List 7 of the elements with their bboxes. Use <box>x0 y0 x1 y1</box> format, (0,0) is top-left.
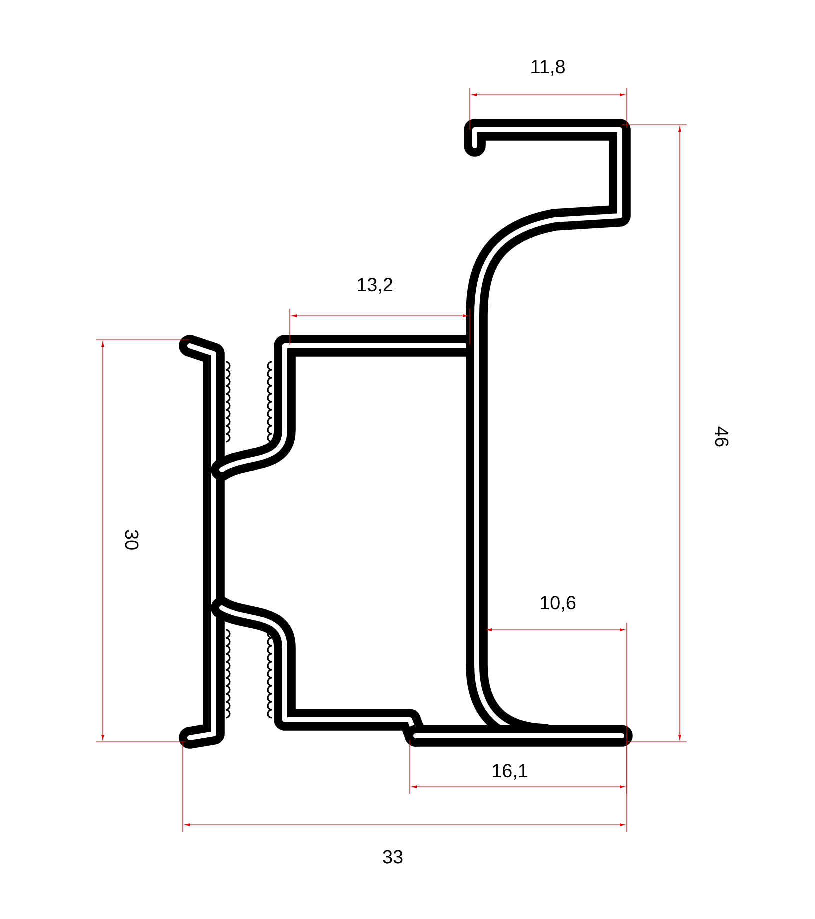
dimension-label: 11,8 <box>532 60 565 76</box>
dimension-label: 16,1 <box>492 764 528 780</box>
dimension-label: 13,2 <box>358 278 393 294</box>
dimension-label: 33 <box>383 850 403 864</box>
dimension-label: 46 <box>715 426 729 447</box>
dimension-label: 30 <box>125 530 139 550</box>
dimension-label: 10,6 <box>540 596 576 612</box>
